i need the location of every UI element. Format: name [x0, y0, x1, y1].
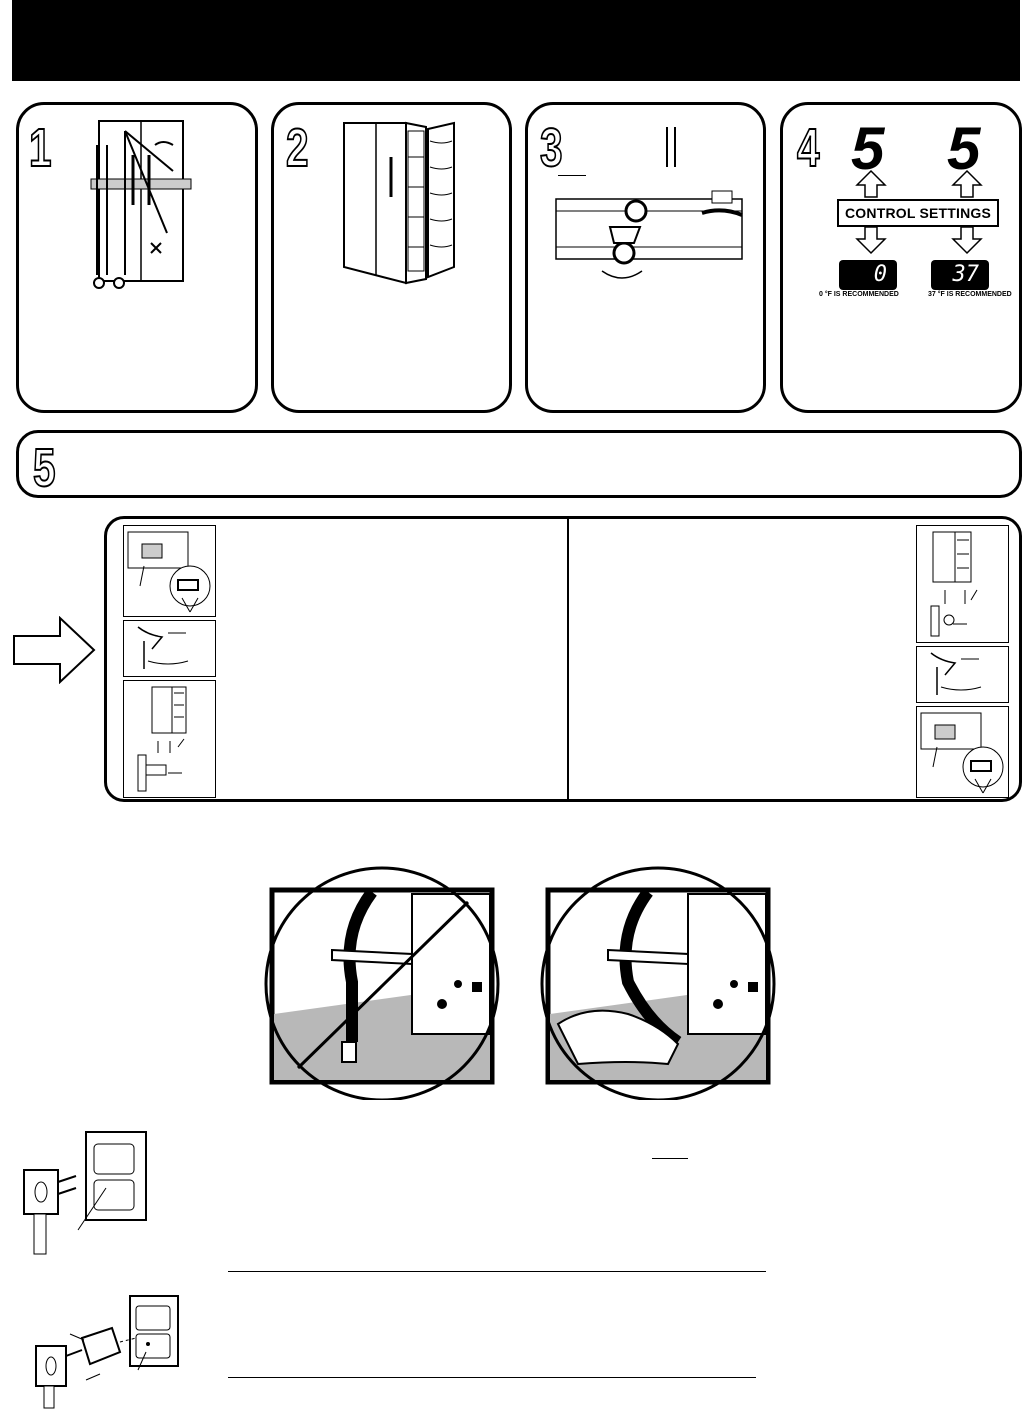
door-lift-icon — [930, 531, 978, 637]
section-divider — [228, 1271, 766, 1272]
hinge-screw-icon — [920, 712, 1004, 794]
panel-divider — [567, 519, 569, 799]
door-removal-panel — [104, 516, 1022, 802]
underline-mark — [652, 1158, 688, 1159]
step-number: 3 — [539, 118, 563, 178]
step-panel-4: 4 5 5 CONTROL SETTINGS 0 37 0 °F IS RECO… — [780, 102, 1022, 413]
thumb-hinge-bracket — [123, 620, 216, 677]
freezer-display: 0 — [839, 260, 897, 290]
step-number: 4 — [796, 118, 820, 178]
control-settings-label: CONTROL SETTINGS — [837, 199, 1000, 227]
power-cord-yes-icon — [540, 866, 776, 1100]
door-lift-icon — [137, 686, 187, 792]
hinge-bracket-icon — [930, 652, 982, 695]
short-rule — [558, 175, 586, 176]
grounded-plug-icon — [23, 1131, 147, 1255]
leveling-screw-icon — [555, 190, 743, 279]
adapter-plug-icon — [35, 1295, 179, 1409]
fridge-recommend-text: 37 °F IS RECOMMENDED — [928, 291, 1012, 298]
step-number: 1 — [28, 118, 52, 178]
power-cord-no-icon — [264, 866, 500, 1100]
thumb-hinge-bracket-right — [916, 646, 1009, 703]
thumb-door-lift — [123, 680, 216, 798]
thumb-door-lift-right — [916, 525, 1009, 643]
step-panel-5: 5 — [16, 430, 1022, 498]
header-bar — [12, 0, 1020, 81]
freezer-recommend-text: 0 °F IS RECOMMENDED — [819, 291, 899, 298]
section-divider — [228, 1377, 756, 1378]
hinge-screw-icon — [127, 531, 211, 613]
fridge-setting-value: 5 — [947, 115, 981, 182]
thumb-hinge-screw-right — [916, 706, 1009, 798]
freezer-setting-value: 5 — [851, 115, 885, 182]
fridge-display: 37 — [931, 260, 989, 290]
step-number: 5 — [32, 438, 56, 498]
refrigerator-dolly-icon — [90, 120, 192, 289]
arrow-right-icon — [13, 616, 96, 684]
hinge-bracket-icon — [137, 626, 189, 669]
step-panel-3: 3 — [525, 102, 766, 413]
thumb-hinge-screw — [123, 525, 216, 617]
step-panel-2: 2 — [271, 102, 512, 413]
step-panel-1: 1 — [16, 102, 258, 413]
control-arrows-icon — [855, 169, 983, 255]
refrigerator-open-icon — [343, 121, 455, 285]
vertical-mark — [666, 127, 676, 167]
step-number: 2 — [285, 118, 309, 178]
